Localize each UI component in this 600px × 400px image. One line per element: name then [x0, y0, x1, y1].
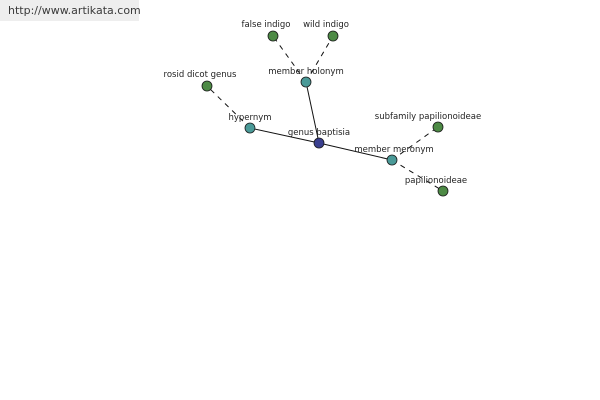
edge-member-holonym-to-wild-indigo	[305, 35, 334, 83]
node-label-wild-indigo[interactable]: wild indigo	[303, 20, 349, 30]
node-label-hypernym[interactable]: hypernym	[228, 113, 271, 123]
node-genus-baptisia[interactable]	[313, 137, 325, 149]
node-label-member-meronym[interactable]: member meronym	[354, 145, 433, 155]
node-subfamily-papilionoideae[interactable]	[432, 121, 444, 133]
node-label-papilionoideae[interactable]: papilionoideae	[405, 176, 467, 186]
node-wild-indigo[interactable]	[327, 30, 339, 42]
edge-hypernym-to-rosid-dicot-genus	[206, 85, 251, 129]
node-false-indigo[interactable]	[267, 30, 279, 42]
node-label-genus-baptisia[interactable]: genus baptisia	[288, 128, 350, 138]
node-rosid-dicot-genus[interactable]	[201, 80, 213, 92]
node-member-meronym[interactable]	[386, 154, 398, 166]
edges-layer	[206, 35, 444, 192]
nodes-layer	[201, 30, 449, 197]
edge-member-meronym-to-subfamily-papilionoideae	[391, 126, 439, 161]
labels-layer: genus baptisia member holonym hypernym memb…	[164, 20, 482, 186]
edge-genus-baptisia-to-member-meronym	[318, 142, 393, 161]
node-label-member-holonym[interactable]: member holonym	[268, 67, 343, 77]
node-label-rosid-dicot-genus[interactable]: rosid dicot genus	[164, 70, 237, 80]
node-hypernym[interactable]	[244, 122, 256, 134]
node-label-subfamily-papilionoideae[interactable]: subfamily papilionoideae	[375, 112, 481, 122]
node-papilionoideae[interactable]	[437, 185, 449, 197]
edge-genus-baptisia-to-member-holonym	[305, 81, 320, 144]
node-member-holonym[interactable]	[300, 76, 312, 88]
site-url-link[interactable]: http://www.artikata.com	[0, 0, 141, 21]
edge-genus-baptisia-to-hypernym	[249, 127, 320, 144]
node-label-false-indigo[interactable]: false indigo	[241, 20, 290, 30]
